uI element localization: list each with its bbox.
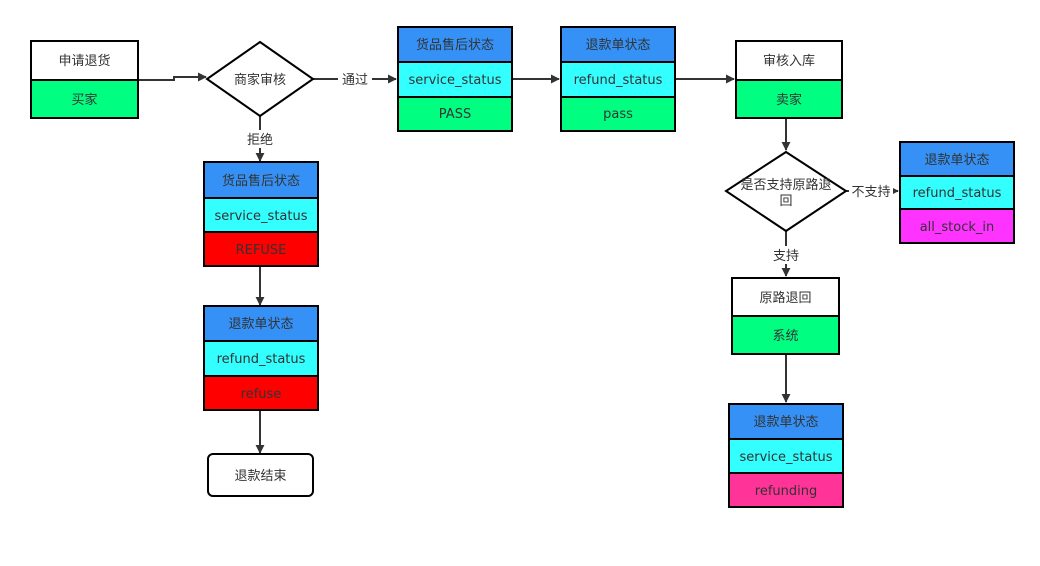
- node-refund-pass: 退款单状态 refund_status pass: [560, 26, 676, 132]
- edge-label-not-supported: 不支持: [851, 185, 890, 200]
- node-goods-refuse-value: REFUSE: [236, 243, 287, 258]
- node-original-route-check-line1: 是否支持原路退: [740, 177, 831, 193]
- edge-label-reject: 拒绝: [247, 132, 273, 148]
- node-goods-pass: 货品售后状态 service_status PASS: [397, 26, 513, 132]
- node-audit-stock-in: 审核入库 卖家: [735, 40, 843, 119]
- node-audit-stock-in-title: 审核入库: [763, 53, 815, 69]
- node-goods-pass-title: 货品售后状态: [416, 37, 494, 53]
- node-goods-refuse-field: service_status: [214, 209, 307, 224]
- node-refund-refuse-field: refund_status: [217, 352, 306, 367]
- node-apply-return-actor: 买家: [71, 92, 97, 108]
- edge-labels: 通过 拒绝 不支持 支持: [243, 70, 893, 264]
- node-original-route-title: 原路退回: [759, 290, 811, 306]
- node-original-route-actor: 系统: [772, 329, 798, 344]
- node-goods-pass-field: service_status: [408, 73, 501, 88]
- node-apply-return-title: 申请退货: [58, 53, 110, 69]
- node-refund-refunding-field: service_status: [739, 450, 832, 465]
- node-refund-refuse: 退款单状态 refund_status refuse: [203, 305, 319, 411]
- node-original-route-check: 是否支持原路退 回: [724, 150, 848, 233]
- node-refund-pass-value: pass: [603, 107, 633, 122]
- node-merchant-review: 商家审核: [205, 40, 315, 118]
- node-refund-all-stock-in-field: refund_status: [913, 186, 1002, 201]
- node-audit-stock-in-actor: 卖家: [776, 92, 802, 108]
- node-refund-all-stock-in-title: 退款单状态: [924, 153, 989, 168]
- node-apply-return: 申请退货 买家: [30, 40, 139, 119]
- node-original-route: 原路退回 系统: [731, 277, 840, 355]
- node-refund-end-label: 退款结束: [234, 469, 286, 484]
- node-refund-all-stock-in-value: all_stock_in: [920, 220, 995, 235]
- node-refund-pass-field: refund_status: [574, 73, 663, 88]
- node-merchant-review-label: 商家审核: [234, 72, 286, 88]
- node-goods-refuse-title: 货品售后状态: [222, 173, 300, 189]
- node-refund-refunding-title: 退款单状态: [753, 415, 818, 430]
- node-refund-refuse-title: 退款单状态: [228, 317, 293, 332]
- node-original-route-check-line2: 回: [779, 194, 792, 209]
- node-refund-refuse-value: refuse: [241, 387, 282, 402]
- edge-label-supported: 支持: [773, 249, 799, 264]
- node-refund-all-stock-in: 退款单状态 refund_status all_stock_in: [899, 141, 1015, 244]
- edge-apply-to-review: [139, 72, 207, 82]
- node-refund-pass-title: 退款单状态: [585, 38, 650, 53]
- node-goods-pass-value: PASS: [439, 107, 471, 122]
- node-refund-end: 退款结束: [207, 453, 314, 497]
- edge-label-pass: 通过: [342, 73, 368, 88]
- node-refund-refunding: 退款单状态 service_status refunding: [728, 403, 844, 508]
- node-refund-refunding-value: refunding: [755, 484, 817, 499]
- node-goods-refuse: 货品售后状态 service_status REFUSE: [203, 161, 319, 267]
